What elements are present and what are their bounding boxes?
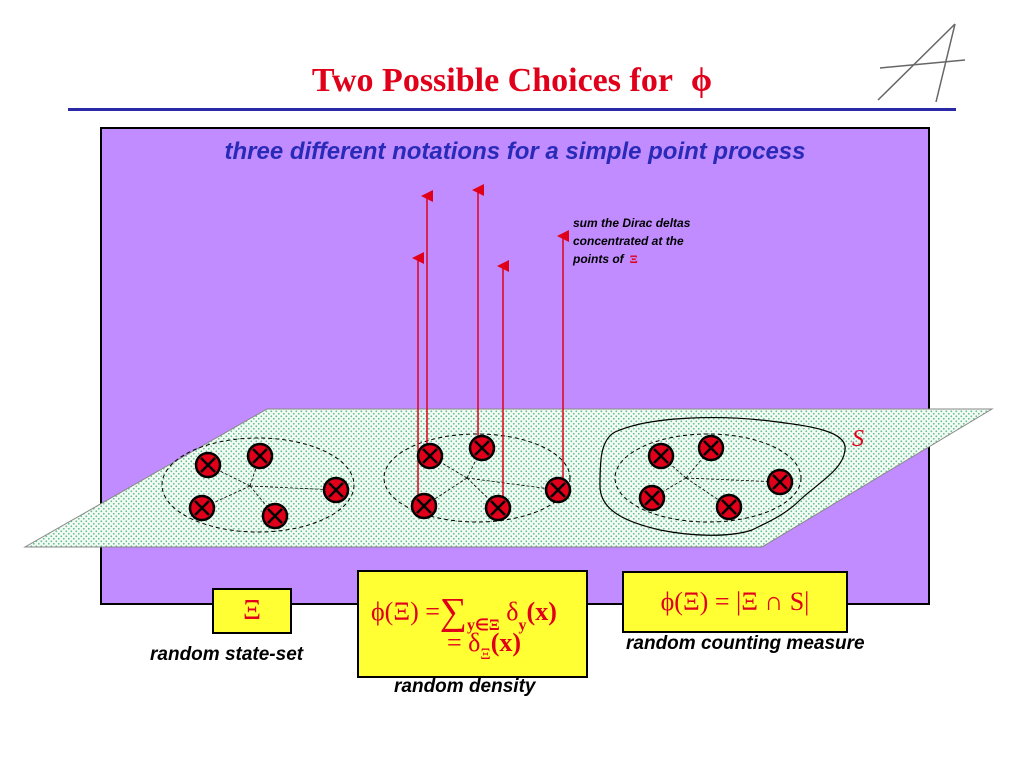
point-marker (638, 484, 666, 512)
sum-sign: ∑ (439, 591, 467, 633)
counting-label: random counting measure (626, 633, 865, 654)
title-text: Two Possible Choices for (311, 62, 673, 99)
note-line-1: sum the Dirac deltas (573, 216, 691, 230)
point-marker (544, 476, 572, 504)
state-set-label: random state-set (150, 644, 304, 665)
note-line-2: concentrated at the (573, 234, 684, 248)
point-marker (697, 434, 725, 462)
cluster-ellipse-3 (614, 433, 802, 523)
density-formula-line-2: = δΞ(x) (447, 628, 522, 663)
note-xi-symbol: Ξ (629, 252, 638, 266)
density-prefix: ϕ(Ξ) = (371, 597, 440, 626)
point-marker (766, 468, 794, 496)
region-s-outline (599, 417, 846, 536)
counting-formula: ϕ(Ξ) = |Ξ ∩ S| (660, 587, 810, 616)
point-marker (484, 494, 512, 522)
slide-title: Two Possible Choices for ϕ (0, 62, 1024, 100)
delta-symbol: δ (506, 597, 519, 626)
plane-surface (23, 408, 994, 548)
region-s-label: S (852, 426, 864, 452)
sum-subscript: y∈Ξ (466, 617, 500, 634)
point-marker (715, 493, 743, 521)
point-marker (261, 502, 289, 530)
point-marker (468, 434, 496, 462)
density-box: ϕ(Ξ) =∑y∈Ξ δy(x) = δΞ(x) (357, 570, 588, 678)
counting-box: ϕ(Ξ) = |Ξ ∩ S| (622, 571, 848, 633)
point-marker (416, 442, 444, 470)
point-marker (246, 442, 274, 470)
point-marker (188, 494, 216, 522)
point-marker (410, 492, 438, 520)
logo-icon (877, 23, 966, 103)
title-underline (68, 108, 956, 111)
point-marker (322, 476, 350, 504)
delta-argument: (x) (526, 597, 557, 626)
state-set-formula: Ξ (242, 595, 261, 626)
density-line2-prefix: = δ (447, 628, 481, 657)
density-formula-line-1: ϕ(Ξ) =∑y∈Ξ δy(x) (371, 586, 557, 634)
note-line-3: points of (573, 252, 624, 266)
density-line2-subscript: Ξ (480, 646, 491, 663)
point-marker (647, 442, 675, 470)
density-line2-argument: (x) (490, 628, 522, 657)
point-marker (194, 451, 222, 479)
cluster-ellipse-2 (383, 433, 571, 523)
density-label: random density (394, 676, 536, 697)
cluster-ellipse-1 (161, 437, 355, 533)
delta-subscript: y (518, 617, 527, 634)
dirac-note: sum the Dirac deltas concentrated at the… (573, 214, 690, 268)
panel-subtitle: three different notations for a simple p… (224, 138, 806, 165)
state-set-box: Ξ (212, 588, 292, 634)
title-phi-symbol: ϕ (690, 62, 713, 99)
